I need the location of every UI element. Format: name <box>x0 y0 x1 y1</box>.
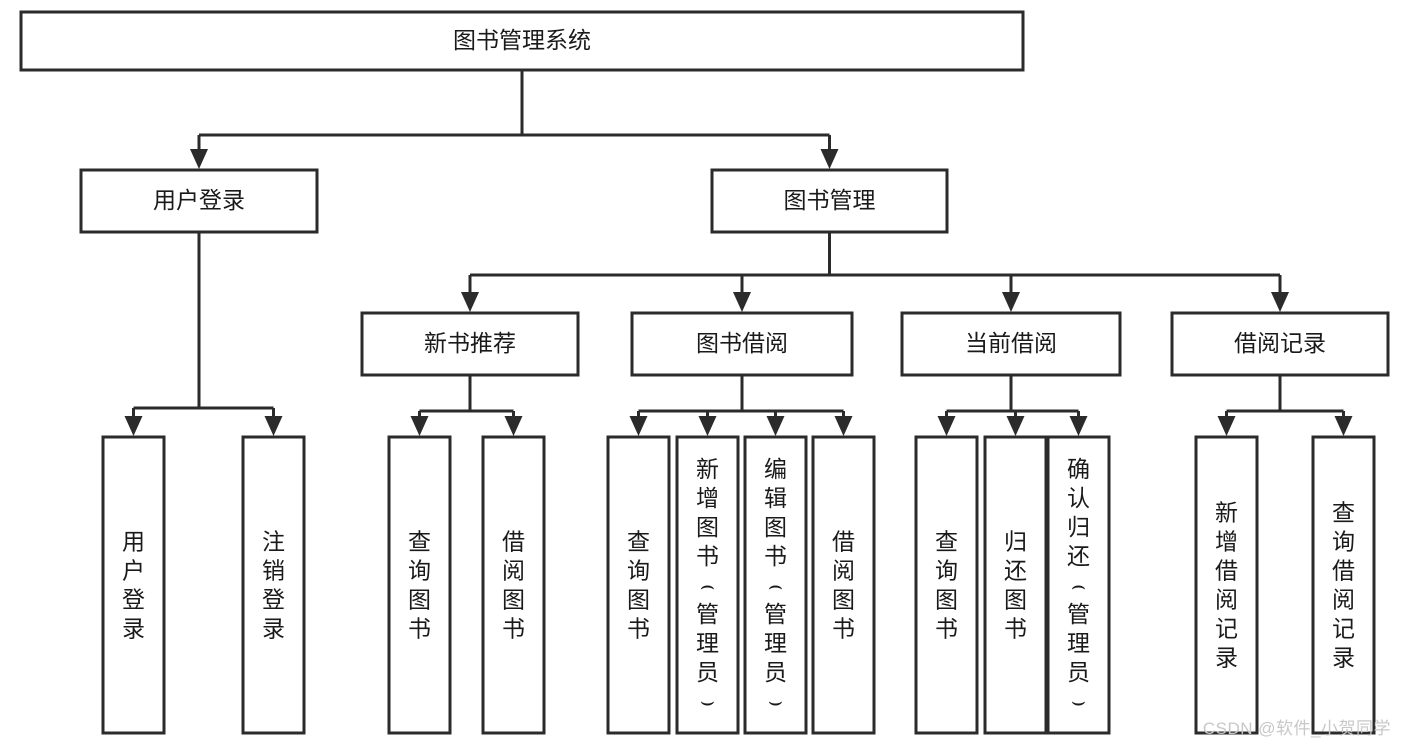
node-label: 用户登录 <box>153 187 245 213</box>
node-box[interactable] <box>1046 435 1111 735</box>
node-box[interactable] <box>1194 435 1259 735</box>
node-box[interactable] <box>19 10 1025 72</box>
arrow-head-icon <box>410 416 429 436</box>
arrow-head-icon <box>766 416 785 436</box>
node-label: 查询图书 <box>627 529 650 642</box>
arrow-head-icon <box>733 292 751 312</box>
node-box[interactable] <box>387 435 452 735</box>
arrow-head-icon <box>937 416 956 436</box>
node-box[interactable] <box>1311 435 1376 735</box>
node-label: 查询图书 <box>408 529 431 642</box>
arrow-head-icon <box>820 149 839 169</box>
leaf-node-e696b0e5a29ee59bbee4b9a6efbc88e7aea1e79086e59198efbc89[interactable]: 新增图书⌢管理员⌣ <box>675 435 740 735</box>
branch-node-e5809fe99885e8aeb0e5bd95[interactable]: 借阅记录 <box>1170 311 1390 377</box>
arrow-head-icon <box>1217 416 1236 436</box>
arrow-head-icon <box>1002 292 1020 312</box>
root-node-e59bbee4b9a6e7aea1e79086e7b3bbe7bb9f[interactable]: 图书管理系统 <box>19 10 1025 72</box>
node-box[interactable] <box>360 311 580 377</box>
arrow-head-icon <box>1069 416 1088 436</box>
leaf-node-e5809fe99885e59bbee4b9a6[interactable]: 借阅图书 <box>811 435 876 735</box>
node-box[interactable] <box>710 168 949 234</box>
arrow-head-icon <box>190 149 208 169</box>
arrow-head-icon <box>124 416 143 436</box>
arrow-head-icon <box>1006 416 1025 436</box>
branch-node-e59bbee4b9a6e5809fe99885[interactable]: 图书借阅 <box>630 311 854 377</box>
node-label: 图书管理系统 <box>453 27 591 53</box>
leaf-node-e696b0e5a29ee5809fe99885e8aeb0e5bd95[interactable]: 新增借阅记录 <box>1194 435 1259 735</box>
leaf-node-e6b3a8e99480e799bbe5bd95[interactable]: 注销登录 <box>241 435 306 735</box>
node-label: 图书借阅 <box>696 330 788 356</box>
node-label: 新增借阅记录 <box>1215 500 1238 671</box>
node-box[interactable] <box>606 435 671 735</box>
leaf-node-e794a8e688b7e799bbe5bd95[interactable]: 用户登录 <box>101 435 166 735</box>
branch-node-e5bd93e5898de5809fe99885[interactable]: 当前借阅 <box>900 311 1122 377</box>
branch-node-e794a8e688b7e799bbe5bd95[interactable]: 用户登录 <box>79 168 319 234</box>
arrow-head-icon <box>264 416 283 436</box>
leaf-node-e69fa5e8afa2e59bbee4b9a6[interactable]: 查询图书 <box>914 435 979 735</box>
node-box[interactable] <box>743 435 808 735</box>
node-label: 查询图书 <box>935 529 958 642</box>
node-label: 当前借阅 <box>965 330 1057 356</box>
node-label: 查询借阅记录 <box>1332 500 1355 671</box>
node-layer: 图书管理系统用户登录图书管理新书推荐图书借阅当前借阅借阅记录用户登录注销登录查询… <box>19 10 1390 735</box>
leaf-node-e7bc96e8be91e59bbee4b9a6efbc88e7aea1e79086e59198efbc89[interactable]: 编辑图书⌢管理员⌣ <box>743 435 808 735</box>
node-label: 借阅图书 <box>832 529 855 642</box>
node-box[interactable] <box>983 435 1048 735</box>
node-label: 编辑图书⌢管理员⌣ <box>764 456 787 714</box>
leaf-node-e7a1aee8aea4e5bd92e8bf98efbc88e7aea1e79086e59198efbc89[interactable]: 确认归还⌢管理员⌣ <box>1046 435 1111 735</box>
node-box[interactable] <box>1170 311 1390 377</box>
leaf-node-e5bd92e8bf98e59bbee4b9a6[interactable]: 归还图书 <box>983 435 1048 735</box>
branch-node-e696b0e4b9a6e68ea8e88d90[interactable]: 新书推荐 <box>360 311 580 377</box>
node-label: 新增图书⌢管理员⌣ <box>696 456 719 714</box>
node-box[interactable] <box>900 311 1122 377</box>
node-label: 注销登录 <box>262 529 285 642</box>
arrow-head-icon <box>1271 292 1289 312</box>
node-label: 借阅记录 <box>1234 330 1326 356</box>
arrow-head-icon <box>629 416 648 436</box>
node-label: 图书管理 <box>784 187 876 213</box>
arrow-head-icon <box>834 416 853 436</box>
node-box[interactable] <box>481 435 546 735</box>
node-box[interactable] <box>241 435 306 735</box>
node-box[interactable] <box>101 435 166 735</box>
node-box[interactable] <box>914 435 979 735</box>
node-label: 借阅图书 <box>502 529 525 642</box>
node-label: 用户登录 <box>122 529 145 642</box>
arrow-head-icon <box>461 292 479 312</box>
node-label: 归还图书 <box>1004 529 1027 642</box>
leaf-node-e69fa5e8afa2e59bbee4b9a6[interactable]: 查询图书 <box>606 435 671 735</box>
node-label: 新书推荐 <box>424 330 516 356</box>
node-label: 确认归还⌢管理员⌣ <box>1067 456 1090 714</box>
arrow-head-icon <box>504 416 523 436</box>
branch-node-e59bbee4b9a6e7aea1e79086[interactable]: 图书管理 <box>710 168 949 234</box>
arrow-head-icon <box>698 416 717 436</box>
node-box[interactable] <box>630 311 854 377</box>
connector-layer <box>124 70 1353 436</box>
leaf-node-e69fa5e8afa2e59bbee4b9a6[interactable]: 查询图书 <box>387 435 452 735</box>
arrow-head-icon <box>1334 416 1353 436</box>
node-box[interactable] <box>811 435 876 735</box>
leaf-node-e5809fe99885e59bbee4b9a6[interactable]: 借阅图书 <box>481 435 546 735</box>
csdn-watermark: CSDN @软件_小贺同学 <box>1202 719 1391 738</box>
node-box[interactable] <box>79 168 319 234</box>
node-box[interactable] <box>675 435 740 735</box>
leaf-node-e69fa5e8afa2e5809fe99885e8aeb0e5bd95[interactable]: 查询借阅记录 <box>1311 435 1376 735</box>
